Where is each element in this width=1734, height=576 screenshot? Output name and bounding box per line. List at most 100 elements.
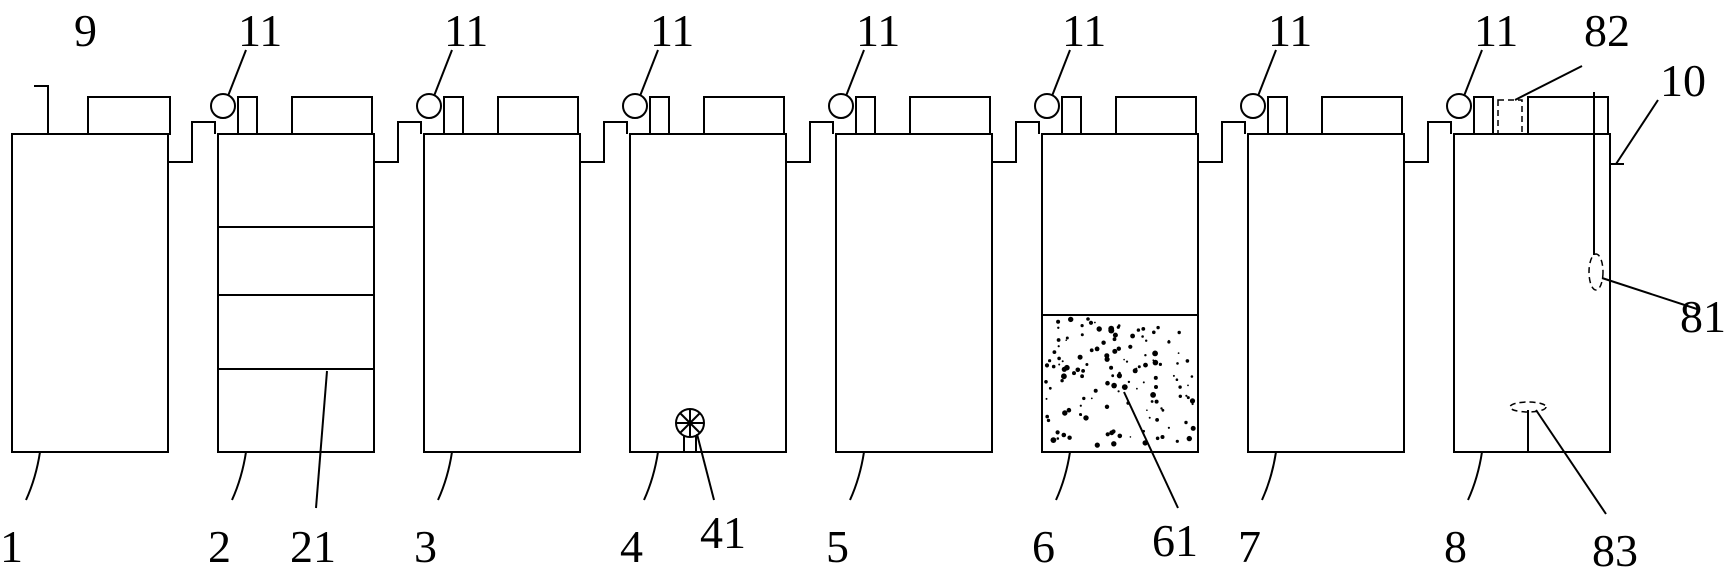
filler-particle bbox=[1112, 337, 1117, 342]
leader-8 bbox=[1467, 451, 1483, 501]
leader-11 bbox=[227, 49, 247, 97]
tank-2-pump-mount bbox=[237, 96, 258, 134]
filler-particle bbox=[1104, 404, 1110, 409]
probe-sensor bbox=[1588, 253, 1604, 291]
label-tank-8: 8 bbox=[1444, 521, 1467, 572]
label-tank-6: 6 bbox=[1032, 521, 1055, 572]
tank-3-pump-mount bbox=[443, 96, 464, 134]
label-pump: 11 bbox=[1474, 5, 1518, 56]
filler-particle bbox=[1144, 354, 1147, 357]
filler-particle bbox=[1113, 429, 1116, 432]
tank-3 bbox=[416, 93, 581, 453]
leader-4 bbox=[643, 451, 659, 501]
leader-41 bbox=[696, 433, 715, 501]
label-tank-3: 3 bbox=[414, 521, 437, 572]
filler-particle bbox=[1175, 439, 1179, 443]
filler-particle bbox=[1065, 339, 1067, 342]
filler-particle bbox=[1152, 359, 1159, 366]
leader-6 bbox=[1055, 451, 1071, 501]
filler-particle bbox=[1046, 418, 1051, 423]
filler-particle bbox=[1108, 325, 1115, 332]
leader-10 bbox=[1615, 99, 1659, 165]
pump-icon bbox=[416, 93, 442, 119]
filler-particle bbox=[1081, 369, 1085, 373]
filler-particle bbox=[1048, 359, 1052, 363]
leader-lines bbox=[25, 49, 1701, 515]
filler-particle bbox=[1135, 367, 1138, 370]
filler-particle bbox=[1153, 375, 1158, 380]
filler-particle bbox=[1056, 319, 1061, 324]
tank-5-pump-mount bbox=[855, 96, 876, 134]
filler-particle bbox=[1111, 382, 1117, 389]
tank-6 bbox=[1034, 93, 1199, 453]
filler-particle bbox=[1045, 397, 1048, 400]
filler-particle bbox=[1096, 326, 1102, 332]
filler-particle bbox=[1057, 326, 1060, 329]
label-baffle: 21 bbox=[290, 521, 336, 572]
label-tank-5: 5 bbox=[826, 521, 849, 572]
filler-particle bbox=[1090, 397, 1093, 400]
filler-particle bbox=[1050, 437, 1057, 443]
filler-particle bbox=[1177, 352, 1180, 354]
tank-7-body bbox=[1247, 133, 1405, 453]
filler-particle bbox=[1117, 374, 1122, 379]
leader-11 bbox=[639, 49, 659, 97]
leader-83 bbox=[1535, 409, 1607, 515]
filler-particle bbox=[1088, 320, 1094, 325]
tank-4-body bbox=[629, 133, 787, 453]
label-tank-1: 1 bbox=[0, 521, 23, 572]
filler-particle bbox=[1057, 345, 1060, 348]
tank-1 bbox=[11, 85, 171, 453]
filler-particle bbox=[1094, 346, 1100, 352]
tank-2-body bbox=[217, 133, 375, 453]
filler-particle bbox=[1085, 363, 1089, 366]
filler-particle bbox=[1128, 344, 1133, 349]
filler-particle bbox=[1064, 364, 1070, 371]
tank-5 bbox=[828, 93, 993, 453]
tank-6-pump-mount bbox=[1061, 96, 1082, 134]
filler-particle bbox=[1117, 433, 1123, 439]
filler-particle bbox=[1094, 442, 1100, 448]
label-pump: 11 bbox=[650, 5, 694, 56]
tank-1-cover bbox=[87, 96, 171, 135]
tank-1-body bbox=[11, 133, 169, 453]
leader-61 bbox=[1123, 391, 1179, 509]
filler-particle bbox=[1048, 386, 1052, 390]
label-outlet: 10 bbox=[1660, 55, 1706, 106]
pipe-5-6 bbox=[992, 121, 1040, 163]
filler-particle bbox=[1150, 392, 1156, 398]
tank-2 bbox=[210, 93, 375, 453]
leader-11 bbox=[1463, 49, 1483, 97]
filler-particle bbox=[1155, 418, 1159, 422]
filler-particle bbox=[1083, 415, 1089, 421]
filler-particle bbox=[1178, 385, 1182, 389]
filler-particle bbox=[1116, 325, 1120, 329]
filler-particle bbox=[1176, 362, 1179, 365]
filler-particle bbox=[1190, 375, 1194, 378]
filler-particle bbox=[1160, 435, 1165, 439]
filler-particle bbox=[1051, 364, 1056, 369]
filler-particle bbox=[1154, 399, 1159, 404]
filler-particle bbox=[1065, 336, 1069, 340]
filler-particle bbox=[1077, 354, 1083, 360]
filler-particle bbox=[1186, 435, 1193, 442]
filler-particle bbox=[1080, 324, 1084, 328]
filler-particle bbox=[1172, 374, 1175, 377]
filler-particle bbox=[1057, 356, 1061, 361]
filler-particle bbox=[1111, 441, 1117, 447]
leader-21 bbox=[315, 370, 328, 509]
filler-particle bbox=[1152, 330, 1156, 335]
filler-particle bbox=[1109, 430, 1115, 436]
tank-3-body bbox=[423, 133, 581, 453]
tank-4 bbox=[622, 93, 787, 453]
filler-particle bbox=[1142, 381, 1145, 384]
filler-particle bbox=[1052, 350, 1057, 354]
leader-11 bbox=[1051, 49, 1071, 97]
filler-particle bbox=[1152, 350, 1158, 357]
pump-icon bbox=[1240, 93, 1266, 119]
filler-particle bbox=[1080, 333, 1084, 337]
filler-particle bbox=[1191, 402, 1194, 406]
filler-particle bbox=[1158, 362, 1162, 366]
filler-particle bbox=[1055, 430, 1060, 435]
filler-particle bbox=[1150, 400, 1154, 403]
